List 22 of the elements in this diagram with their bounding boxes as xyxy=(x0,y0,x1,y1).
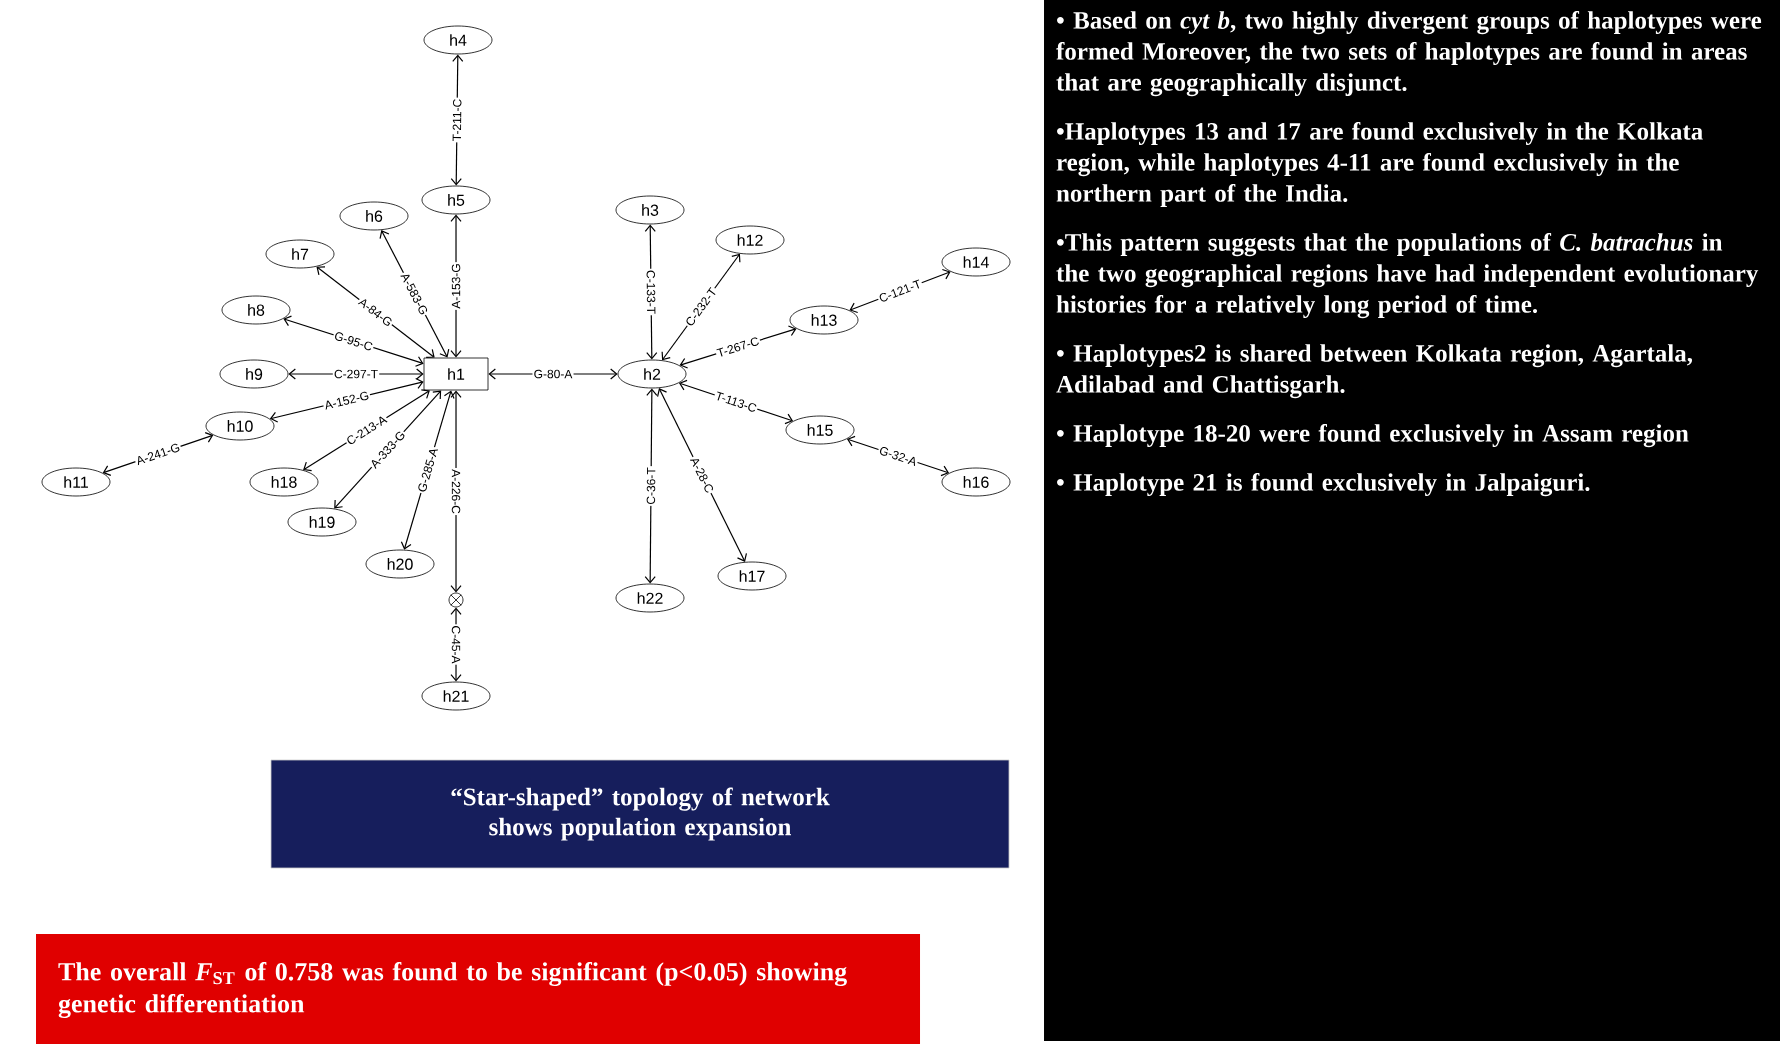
median-vector xyxy=(448,592,464,608)
connector xyxy=(644,224,658,360)
note-box: “Star-shaped” topology of network shows population expansion xyxy=(270,759,1010,869)
connector xyxy=(303,389,430,472)
connector xyxy=(450,390,462,593)
connector xyxy=(661,253,741,361)
connector xyxy=(657,388,748,562)
connector xyxy=(288,368,424,380)
connector xyxy=(678,379,794,425)
text-panel: • Based on cyt b, two highly divergent groups of haplotypes were formed Moreover, the two sets of haplotypes are found in areas that are geographically disjunct. •Haplotypes 13 and 17 are found exclusively in the Kolkata region, while haplotypes 4-11 are found exclusively in the northern part of the India. •This pattern suggests that the populations of C. batrachus in the two geographical regions have had independent evolutionary histories for a relatively long period of time. • Haplotypes2 is shared between Kolkata region, Agartala, Adilabad and Chattisgarh. • Haplotype 18-20 were found exclusively in Assam region • Haplotype 21 is found exclusively in Jalpaiguri. xyxy=(1044,0,1780,1041)
connector xyxy=(450,54,464,186)
connector xyxy=(846,435,950,477)
connector xyxy=(679,325,797,369)
connector xyxy=(316,266,435,358)
connector xyxy=(644,388,658,584)
connector xyxy=(450,607,462,682)
connector xyxy=(849,268,951,314)
connector xyxy=(379,230,450,358)
haplotype-box: h1 xyxy=(423,357,489,391)
note-box: The overall F$_{ST}$ of 0.758 was found to be significant (p<0.05) showing genetic differentiation xyxy=(36,934,920,1044)
connector xyxy=(283,315,424,367)
connector xyxy=(334,390,442,509)
